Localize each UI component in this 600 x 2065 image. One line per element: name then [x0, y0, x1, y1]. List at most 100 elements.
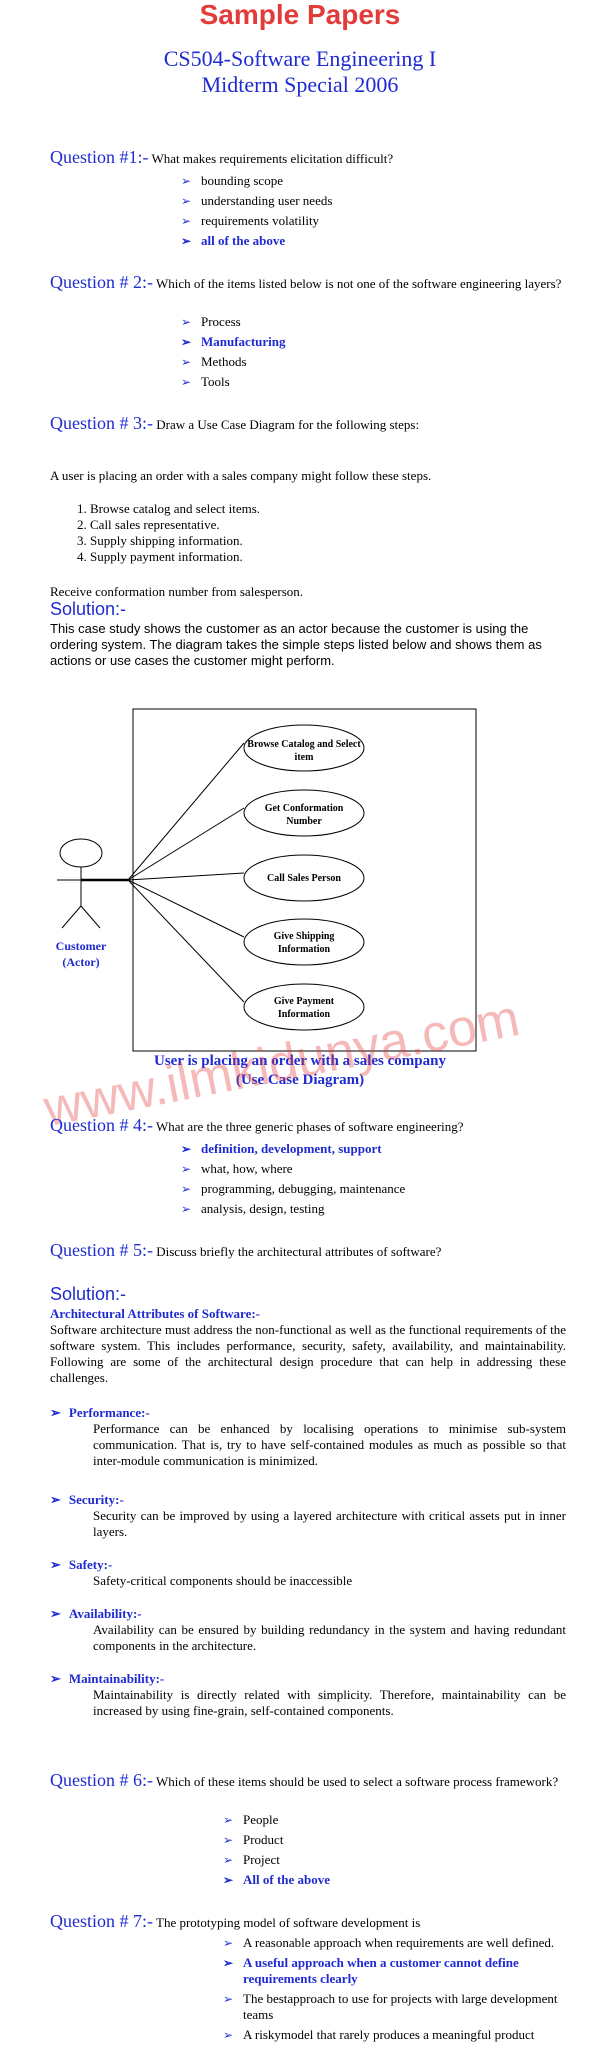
arrow-bullet-icon: ➢	[181, 174, 192, 188]
use-case-label: Call Sales Person	[267, 873, 341, 884]
attribute-text: Maintainability is directly related with…	[93, 1687, 566, 1718]
option: ➢A reasonable approach when requirements…	[223, 1935, 555, 1950]
option: ➢bounding scope	[181, 171, 332, 191]
attribute-text: Security can be improved by using a laye…	[93, 1508, 566, 1539]
question-3-text: Draw a Use Case Diagram for the followin…	[156, 417, 420, 432]
step-item: Supply payment information.	[90, 549, 590, 565]
question-5-label: Question # 5:-	[50, 1240, 153, 1260]
question-5: Question # 5:- Discuss briefly the archi…	[50, 1240, 570, 1260]
question-1: Question #1:- What makes requirements el…	[50, 147, 570, 167]
option: ➢Methods	[181, 352, 286, 372]
actor-name: Customer	[55, 939, 107, 953]
attribute-heading: ➢Performance:-	[50, 1405, 150, 1420]
arrow-bullet-icon: ➢	[223, 1936, 234, 1950]
solution-label: Solution:-	[50, 1284, 127, 1304]
diagram-caption-line-2: (Use Case Diagram)	[235, 1072, 365, 1088]
question-3-label: Question # 3:-	[50, 413, 153, 433]
step-item: Browse catalog and select items.	[90, 501, 590, 517]
question-3-intro: A user is placing an order with a sales …	[50, 468, 432, 483]
option: ➢Project	[223, 1850, 330, 1870]
question-7-label: Question # 7:-	[50, 1911, 153, 1931]
question-2-label: Question # 2:-	[50, 272, 153, 292]
attribute-text: Availability can be ensured by building …	[93, 1622, 566, 1653]
question-2: Question # 2:- Which of the items listed…	[50, 272, 570, 292]
arrow-bullet-icon: ➢	[223, 1873, 234, 1887]
attribute-heading: ➢Maintainability:-	[50, 1671, 165, 1686]
arrow-bullet-icon: ➢	[223, 1813, 234, 1827]
question-7-options: ➢A reasonable approach when requirements…	[223, 1935, 568, 2047]
use-case-label: Get Conformation Number	[264, 803, 344, 827]
use-case-diagram	[57, 708, 477, 1052]
option: ➢Process	[181, 312, 286, 332]
arrow-bullet-icon: ➢	[223, 1853, 234, 1867]
arrow-bullet-icon: ➢	[223, 1992, 234, 2006]
arrow-bullet-icon: ➢	[181, 335, 192, 349]
solution-text: This case study shows the customer as an…	[50, 621, 542, 668]
option: ➢People	[223, 1810, 330, 1830]
question-1-label: Question #1:-	[50, 147, 149, 167]
arrow-bullet-icon: ➢	[50, 1606, 61, 1621]
step-item: Call sales representative.	[90, 517, 590, 533]
arrow-bullet-icon: ➢	[181, 194, 192, 208]
arrow-bullet-icon: ➢	[50, 1671, 61, 1686]
answer-option: ➢Manufacturing	[181, 332, 286, 352]
arrow-bullet-icon: ➢	[223, 1956, 234, 1970]
step-item: Supply shipping information.	[90, 533, 590, 549]
option: ➢A riskymodel that rarely produces a mea…	[223, 2027, 535, 2042]
solution-label: Solution:-	[50, 599, 127, 619]
arrow-bullet-icon: ➢	[50, 1557, 61, 1572]
page-title: Sample Papers	[199, 0, 401, 30]
arrow-bullet-icon: ➢	[50, 1492, 61, 1507]
question-3-closing: Receive conformation number from salespe…	[50, 584, 304, 599]
option: ➢The bestapproach to use for projects wi…	[223, 1991, 558, 2022]
use-case	[243, 918, 365, 966]
exam-title: Midterm Special 2006	[201, 72, 399, 97]
attribute-heading: ➢Security:-	[50, 1492, 124, 1507]
course-title: CS504-Software Engineering I	[163, 46, 437, 71]
section-heading: Architectural Attributes of Software:-	[50, 1306, 260, 1321]
option: ➢programming, debugging, maintenance	[181, 1179, 405, 1199]
attribute-text: Safety-critical components should be ina…	[93, 1573, 353, 1588]
option: ➢understanding user needs	[181, 191, 332, 211]
attribute-heading: ➢Availability:-	[50, 1606, 142, 1621]
question-3-steps: Browse catalog and select items. Call sa…	[50, 501, 590, 565]
answer-option: ➢A useful approach when a customer canno…	[223, 1955, 519, 1986]
arrow-bullet-icon: ➢	[181, 315, 192, 329]
arrow-bullet-icon: ➢	[181, 1162, 192, 1176]
arrow-bullet-icon: ➢	[181, 1182, 192, 1196]
option: ➢requirements volatility	[181, 211, 332, 231]
option: ➢Tools	[181, 372, 286, 392]
use-case	[243, 854, 365, 902]
option: ➢analysis, design, testing	[181, 1199, 405, 1219]
actor-role: (Actor)	[62, 955, 100, 969]
question-4-text: What are the three generic phases of sof…	[156, 1119, 464, 1134]
arrow-bullet-icon: ➢	[181, 214, 192, 228]
actor-figure-icon	[57, 838, 105, 929]
attribute-heading: ➢Safety:-	[50, 1557, 113, 1572]
question-1-text: What makes requirements elicitation diff…	[151, 151, 394, 166]
use-case-label: Give Shipping Information	[273, 931, 335, 955]
answer-option: ➢All of the above	[223, 1870, 330, 1890]
diagram-caption-line-1: User is placing an order with a sales co…	[154, 1053, 446, 1069]
section-intro: Software architecture must address the n…	[50, 1322, 566, 1385]
arrow-bullet-icon: ➢	[181, 1142, 192, 1156]
option: ➢what, how, where	[181, 1159, 405, 1179]
arrow-bullet-icon: ➢	[181, 355, 192, 369]
question-6: Question # 6:- Which of these items shou…	[50, 1771, 570, 1790]
arrow-bullet-icon: ➢	[223, 1833, 234, 1847]
actor-label: Customer (Actor)	[30, 938, 132, 970]
question-7-text: The prototyping model of software develo…	[156, 1915, 421, 1930]
arrow-bullet-icon: ➢	[50, 1405, 61, 1420]
question-4-label: Question # 4:-	[50, 1115, 153, 1135]
answer-option: ➢definition, development, support	[181, 1139, 405, 1159]
diagram-caption: User is placing an order with a sales co…	[0, 1052, 600, 1090]
use-case	[243, 724, 365, 772]
attribute-text: Performance can be enhanced by localisin…	[93, 1421, 566, 1468]
answer-option: ➢all of the above	[181, 231, 332, 251]
use-case-label: Browse Catalog and Select item	[247, 739, 361, 763]
question-4: Question # 4:- What are the three generi…	[50, 1115, 570, 1135]
arrow-bullet-icon: ➢	[223, 2028, 234, 2042]
question-1-options: ➢bounding scope ➢understanding user need…	[181, 171, 332, 251]
association-lines	[127, 742, 245, 1003]
use-case-label: Give Payment Information	[273, 996, 335, 1020]
